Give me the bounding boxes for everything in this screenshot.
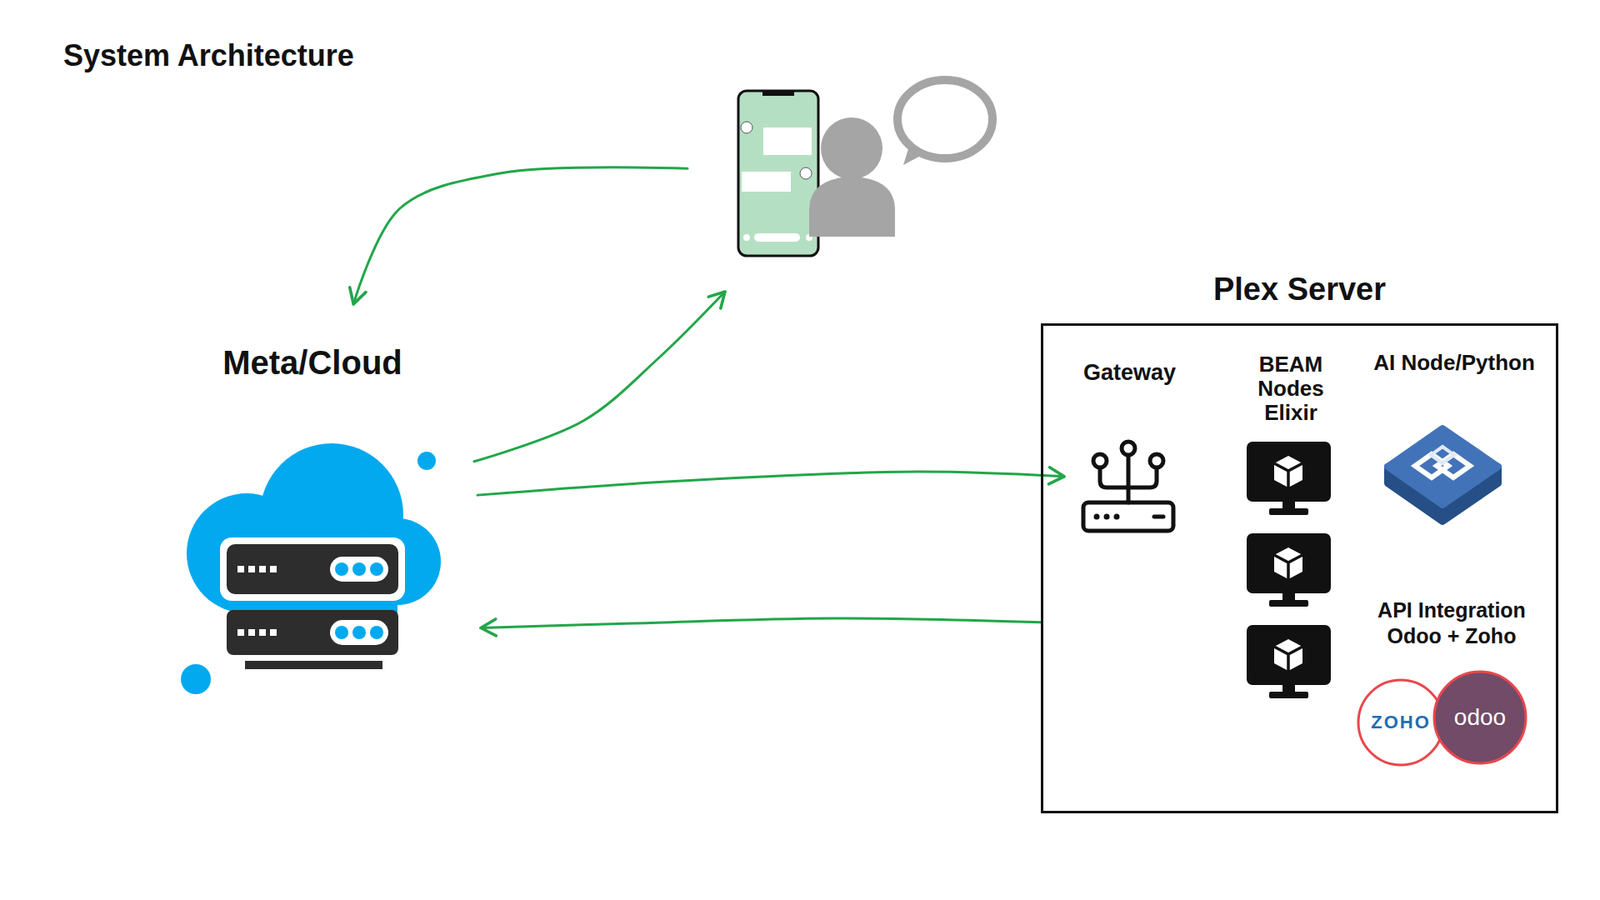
server-box: Plex ServerGatewayBEAM Nodes ElixirAI No… bbox=[1040, 323, 1559, 814]
node-monitor bbox=[1246, 533, 1331, 607]
beam-node: BEAM Nodes Elixir bbox=[1237, 352, 1345, 425]
node-label: Gateway bbox=[1074, 359, 1185, 386]
diagram-title: System Architecture bbox=[63, 38, 355, 74]
ai-node: AI Node/Python bbox=[1350, 350, 1558, 376]
node-label: BEAM Nodes Elixir bbox=[1237, 352, 1345, 425]
node-monitor bbox=[1246, 441, 1331, 515]
logo-text: ZOHO bbox=[1370, 711, 1431, 734]
cloud-node: Meta/Cloud bbox=[175, 337, 450, 692]
flow-arrow bbox=[477, 471, 1065, 495]
cloud-icon bbox=[180, 443, 441, 695]
gateway-node: Gateway bbox=[1074, 359, 1185, 543]
speech-bubble bbox=[897, 80, 993, 165]
logo-text: odoo bbox=[1454, 704, 1506, 731]
odoo-logo bbox=[1434, 671, 1526, 764]
flow-arrow bbox=[480, 618, 1041, 629]
server-rack bbox=[220, 537, 405, 670]
user-icon bbox=[809, 117, 895, 237]
node-label: AI Node/Python bbox=[1350, 350, 1558, 376]
node-label: API Integration Odoo + Zoho bbox=[1348, 597, 1555, 650]
router-icon bbox=[1083, 441, 1174, 531]
flow-arrow bbox=[474, 291, 725, 462]
api-node: API Integration Odoo + Zoho bbox=[1348, 597, 1555, 650]
flow-arrow bbox=[353, 167, 688, 305]
node-monitor bbox=[1246, 625, 1331, 699]
user-device bbox=[725, 70, 1000, 263]
ai-icon bbox=[1387, 428, 1499, 522]
box-heading: Plex Server bbox=[1043, 270, 1556, 310]
zoho-logo bbox=[1358, 680, 1444, 765]
phone-icon bbox=[738, 90, 819, 256]
node-label: Meta/Cloud bbox=[175, 342, 450, 383]
